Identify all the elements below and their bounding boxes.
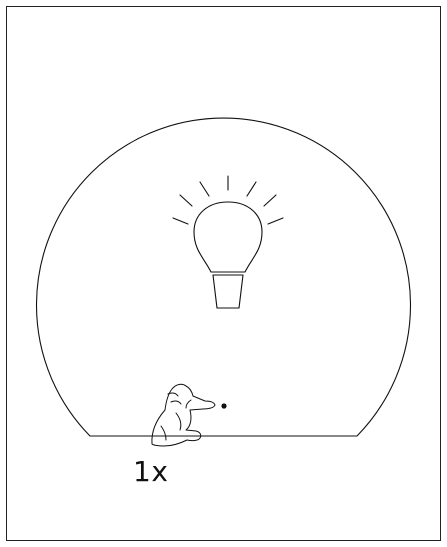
hand-tap-icon bbox=[152, 384, 215, 446]
tap-point-dot bbox=[221, 403, 226, 408]
lamp-outline bbox=[37, 118, 411, 436]
tap-count-label: 1x bbox=[133, 455, 168, 489]
light-bulb-icon bbox=[173, 176, 283, 308]
